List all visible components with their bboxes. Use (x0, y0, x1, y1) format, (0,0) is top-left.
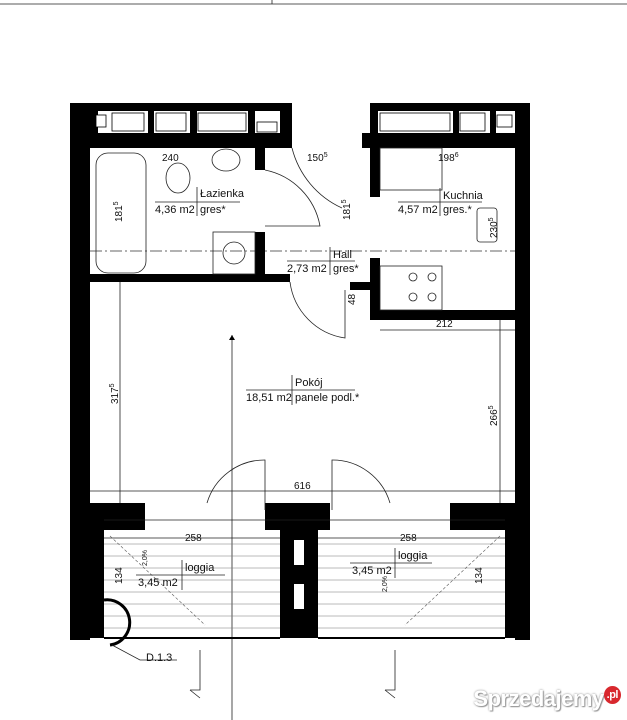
loggia-right-name: loggia (398, 550, 428, 562)
door-loggia-right (331, 459, 391, 510)
svg-text:1505: 1505 (307, 152, 328, 164)
kitchen-area: 4,57 m2 (398, 204, 438, 216)
door-bathroom (264, 169, 321, 227)
dim-bath-height: 181 (114, 205, 125, 222)
svg-text:1815: 1815 (113, 201, 125, 222)
dim-room-height-right: 266 (489, 409, 500, 426)
bathroom-area: 4,36 m2 (155, 204, 195, 216)
bathroom-floor: gres* (200, 204, 226, 216)
loggia-left-name: loggia (185, 562, 215, 574)
bathroom-name: Łazienka (200, 188, 245, 200)
door-entrance (291, 147, 343, 209)
dim-hall-height: 181 (342, 203, 353, 220)
loggia-left-area: 3,45 m2 (138, 577, 178, 589)
dim-kitchen-width: 198 (438, 153, 455, 164)
room-floor: panele podl.* (295, 392, 360, 404)
dim-room-height-left: 317 (110, 387, 121, 404)
kitchen-name: Kuchnia (443, 190, 484, 202)
hall-floor: gres* (333, 263, 359, 275)
svg-text:1815: 1815 (341, 199, 353, 220)
dim-hall-width: 150 (307, 153, 324, 164)
detail-marker (103, 598, 132, 647)
dim-loggia-left-depth: 134 (114, 567, 125, 584)
loggia-floor-hatching (104, 543, 505, 629)
svg-text:1986: 1986 (438, 152, 459, 164)
washing-machine (212, 231, 256, 275)
dim-loggia-right-depth: 134 (474, 567, 485, 584)
section-marker-left (189, 650, 201, 699)
walls (70, 103, 530, 640)
bathtub (95, 152, 147, 274)
hall-name: Hall (333, 249, 352, 261)
room-area: 18,51 m2 (246, 392, 292, 404)
detail-ref: D.1.3 (146, 652, 172, 664)
slope-right: 2,0% (382, 576, 389, 592)
svg-text:2665: 2665 (488, 405, 500, 426)
washbasin (211, 148, 241, 172)
fridge (476, 207, 498, 243)
stove (379, 265, 443, 311)
watermark: Sprzedajemy.pl (473, 686, 621, 712)
section-marker-right (384, 650, 396, 699)
kitchen-sink (379, 147, 443, 191)
dim-kitchen-counter: 230 (489, 221, 500, 238)
ventilation-shafts (95, 112, 513, 133)
dim-kitchen-bottom: 212 (436, 319, 453, 330)
dim-step: 48 (347, 293, 358, 305)
loggia-right-area: 3,45 m2 (352, 565, 392, 577)
kitchen-floor: gres.* (443, 204, 472, 216)
slope-left: 2,0% (142, 550, 149, 566)
dim-room-width: 616 (294, 481, 311, 492)
dim-loggia-left-width: 258 (185, 533, 202, 544)
svg-text:3175: 3175 (109, 383, 121, 404)
svg-text:2305: 2305 (488, 217, 500, 238)
door-hall (289, 281, 346, 339)
toilet (165, 162, 191, 194)
dim-bath-width: 240 (162, 153, 179, 164)
door-loggia-left (206, 459, 266, 510)
hall-area: 2,73 m2 (287, 263, 327, 275)
stove-burners (408, 272, 437, 302)
room-name: Pokój (295, 377, 323, 389)
dim-loggia-right-width: 258 (400, 533, 417, 544)
